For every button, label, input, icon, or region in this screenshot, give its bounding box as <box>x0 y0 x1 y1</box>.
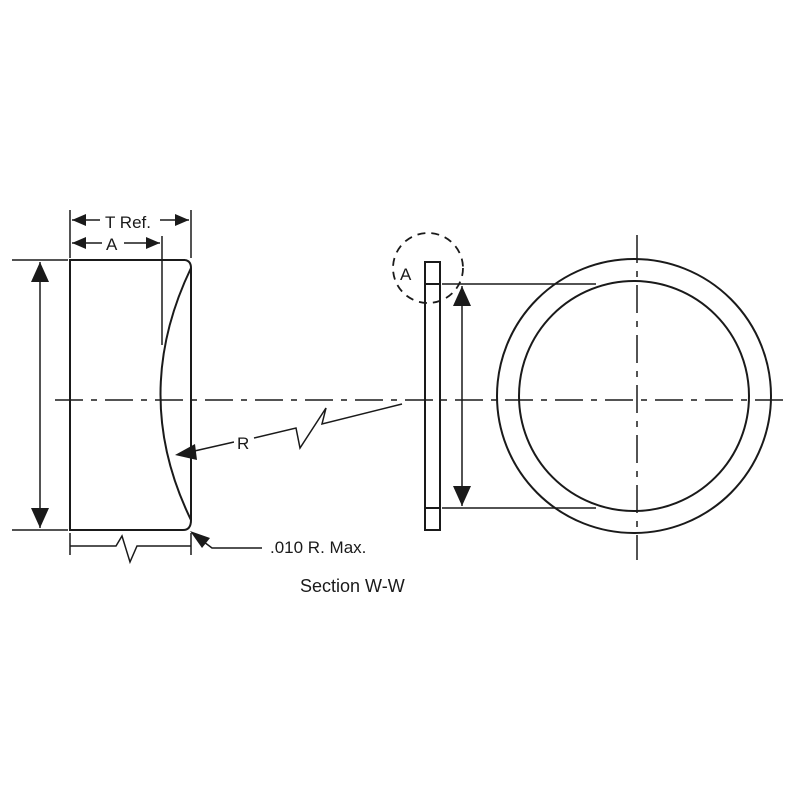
profile-outline <box>69 259 185 531</box>
radius-arrow <box>175 444 197 460</box>
a-arrow-left <box>72 237 86 249</box>
edge-view-outline <box>424 261 441 531</box>
bottom-break-line <box>70 534 191 565</box>
detail-a-callout: A <box>392 232 464 304</box>
corner-radius-label: .010 R. Max. <box>270 538 366 557</box>
height-arrow-bottom <box>31 508 49 528</box>
top-corner-radius <box>184 259 192 269</box>
height-arrow-top <box>31 262 49 282</box>
section-profile <box>69 259 192 531</box>
corner-leader-arrow <box>190 531 210 548</box>
radius-callout: R <box>175 403 403 460</box>
id-arrow-top <box>453 286 471 306</box>
radius-label: R <box>237 434 249 453</box>
corner-radius-callout: .010 R. Max. <box>190 531 366 557</box>
t-ref-arrow-right <box>175 214 189 226</box>
front-view <box>496 235 772 560</box>
edge-view <box>424 261 441 531</box>
radius-break-line <box>253 403 403 450</box>
outer-ring <box>496 258 772 534</box>
height-dimension <box>12 259 68 531</box>
inner-diameter-dimension <box>442 283 596 509</box>
inner-ring <box>518 280 750 512</box>
concave-face <box>159 267 192 521</box>
detail-circle <box>392 232 464 304</box>
t-ref-dimension: T Ref. <box>69 209 192 258</box>
id-arrow-bottom <box>453 486 471 506</box>
a-dimension: A <box>72 232 163 345</box>
radius-leader-line <box>189 441 235 453</box>
t-ref-label: T Ref. <box>105 213 151 232</box>
a-arrow-right <box>146 237 160 249</box>
a-label: A <box>106 235 118 254</box>
bottom-break-dimension <box>69 533 192 565</box>
t-ref-arrow-left <box>72 214 86 226</box>
section-label: Section W-W <box>300 576 405 596</box>
detail-label: A <box>400 265 412 284</box>
bottom-corner-radius <box>182 519 192 531</box>
